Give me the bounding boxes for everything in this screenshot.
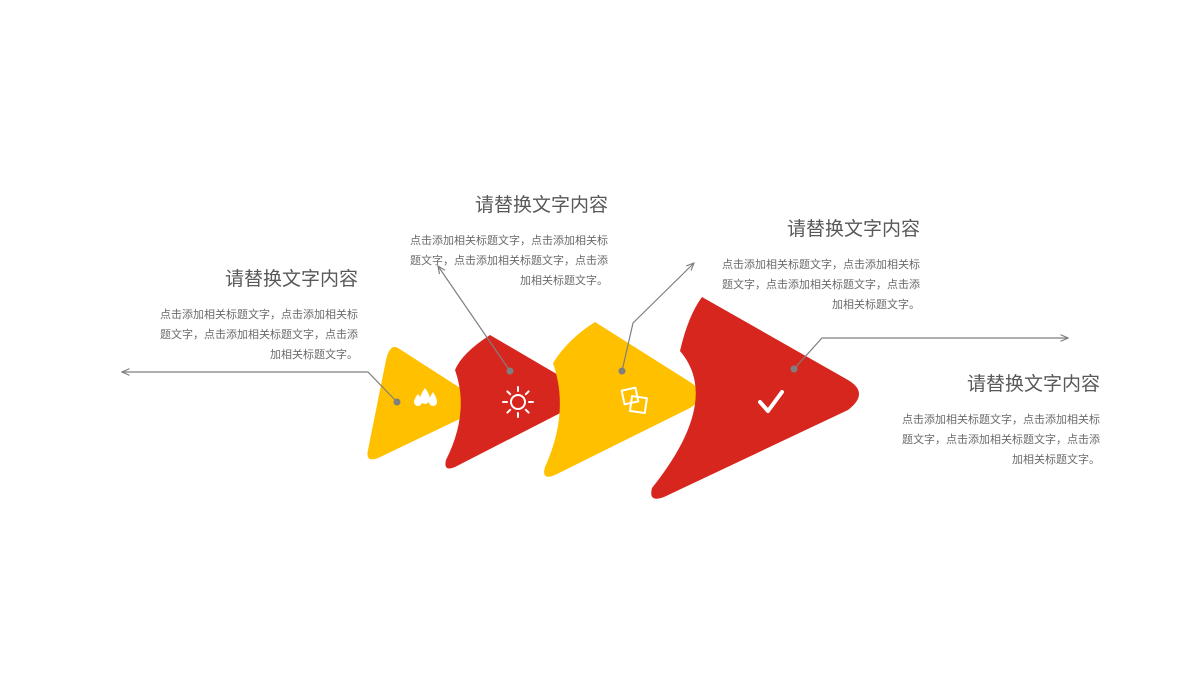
step-2-text: 请替换文字内容 点击添加相关标题文字，点击添加相关标题文字，点击添加相关标题文字… [400,190,608,291]
step-1-desc: 点击添加相关标题文字，点击添加相关标题文字，点击添加相关标题文字，点击添加相关标… [160,308,358,361]
water-drops-icon [414,388,437,406]
connector-1 [122,372,401,406]
step-2-title: 请替换文字内容 [474,194,608,216]
step-2-desc: 点击添加相关标题文字，点击添加相关标题文字，点击添加相关标题文字，点击添加相关标… [410,234,608,287]
step-4-title: 请替换文字内容 [966,373,1100,395]
arrow-shape-4 [651,297,859,499]
connector-3 [618,263,695,375]
arrow-shape-2 [445,335,581,469]
step-1-text: 请替换文字内容 点击添加相关标题文字，点击添加相关标题文字，点击添加相关标题文字… [150,264,358,365]
step-1-title: 请替换文字内容 [224,268,358,290]
step-4-desc: 点击添加相关标题文字，点击添加相关标题文字，点击添加相关标题文字，点击添加相关标… [902,413,1100,466]
step-3-text: 请替换文字内容 点击添加相关标题文字，点击添加相关标题文字，点击添加相关标题文字… [712,214,920,315]
arrow-shape-3 [544,322,700,477]
step-3-desc: 点击添加相关标题文字，点击添加相关标题文字，点击添加相关标题文字，点击添加相关标… [722,258,920,311]
connector-2 [438,266,514,375]
checkmark-icon [758,390,784,413]
step-4-text: 请替换文字内容 点击添加相关标题文字，点击添加相关标题文字，点击添加相关标题文字… [892,369,1100,470]
connector-4 [790,338,1069,373]
step-3-title: 请替换文字内容 [786,218,920,240]
copy-icon [620,386,648,415]
sun-icon [502,386,534,418]
